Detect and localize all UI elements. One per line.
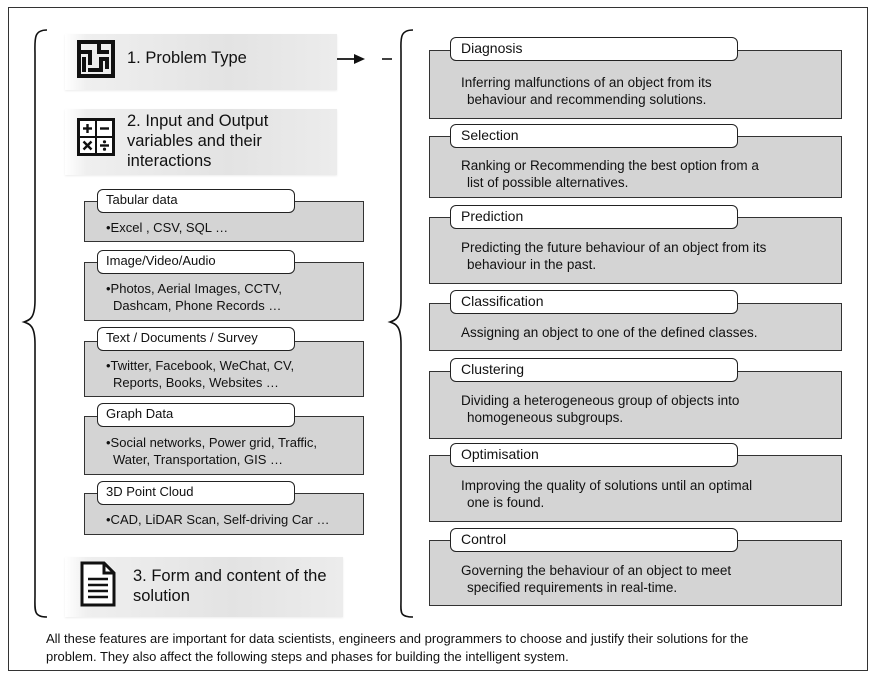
problem-type-label: Optimisation (450, 443, 738, 467)
calculator-icon (76, 117, 116, 157)
problem-type-line: Dividing a heterogeneous group of object… (461, 393, 740, 408)
input-card-line: •Social networks, Power grid, Traffic, (106, 435, 317, 450)
problem-type-label: Selection (450, 124, 738, 148)
io-title-line2: variables and their (127, 132, 262, 150)
problem-type-line: Ranking or Recommending the best option … (461, 158, 759, 173)
problem-type-label: Prediction (450, 205, 738, 229)
arrow-head (354, 54, 365, 64)
input-card-line: Dashcam, Phone Records … (113, 298, 282, 313)
input-card-line: Reports, Books, Websites … (113, 375, 279, 390)
input-card-line: •Photos, Aerial Images, CCTV, (106, 281, 283, 296)
input-card-line: Water, Transportation, GIS … (113, 452, 284, 467)
problem-type-line: Inferring malfunctions of an object from… (461, 75, 712, 90)
problem-type-line: Assigning an object to one of the define… (461, 325, 758, 340)
input-card-line: •CAD, LiDAR Scan, Self-driving Car … (106, 512, 330, 527)
problem-type-line: Governing the behaviour of an object to … (461, 563, 732, 578)
problem-type-label: Clustering (450, 358, 738, 382)
left-brace (21, 29, 48, 618)
io-title-line1: 2. Input and Output (127, 112, 269, 130)
document-icon (80, 561, 116, 607)
maze-icon (76, 39, 116, 79)
footer-line-2: problem. They also affect the following … (46, 649, 569, 664)
problem-type-title: 1. Problem Type (127, 49, 247, 67)
footer-line-1: All these features are important for dat… (46, 631, 749, 646)
problem-type-line: Improving the quality of solutions until… (461, 478, 753, 493)
input-card-label: Image/Video/Audio (97, 250, 295, 274)
input-card-label: Graph Data (97, 403, 295, 427)
form-title-line1: 3. Form and content of the (133, 567, 327, 585)
input-card-label: Tabular data (97, 189, 295, 213)
io-title-line3: interactions (127, 152, 212, 170)
problem-type-box (429, 50, 842, 119)
problem-type-line: behaviour in the past. (467, 257, 597, 272)
input-card-line: •Excel , CSV, SQL … (106, 220, 229, 235)
problem-type-box (429, 371, 842, 439)
input-card-label: Text / Documents / Survey (97, 327, 295, 351)
problem-type-line: behaviour and recommending solutions. (467, 92, 707, 107)
input-card-line: •Twitter, Facebook, WeChat, CV, (106, 358, 295, 373)
problem-type-line: one is found. (467, 495, 545, 510)
problem-type-label: Classification (450, 290, 738, 314)
problem-type-line: Predicting the future behaviour of an ob… (461, 240, 767, 255)
problem-type-line: specified requirements in real-time. (467, 580, 678, 595)
footer-note: All these features are important for dat… (46, 630, 846, 666)
problem-type-line: list of possible alternatives. (467, 175, 629, 190)
problem-type-label: Control (450, 528, 738, 552)
right-brace (387, 29, 414, 618)
problem-type-label: Diagnosis (450, 37, 738, 61)
input-card-label: 3D Point Cloud (97, 481, 295, 505)
form-title-line2: solution (133, 587, 190, 605)
problem-type-line: homogeneous subgroups. (467, 410, 624, 425)
